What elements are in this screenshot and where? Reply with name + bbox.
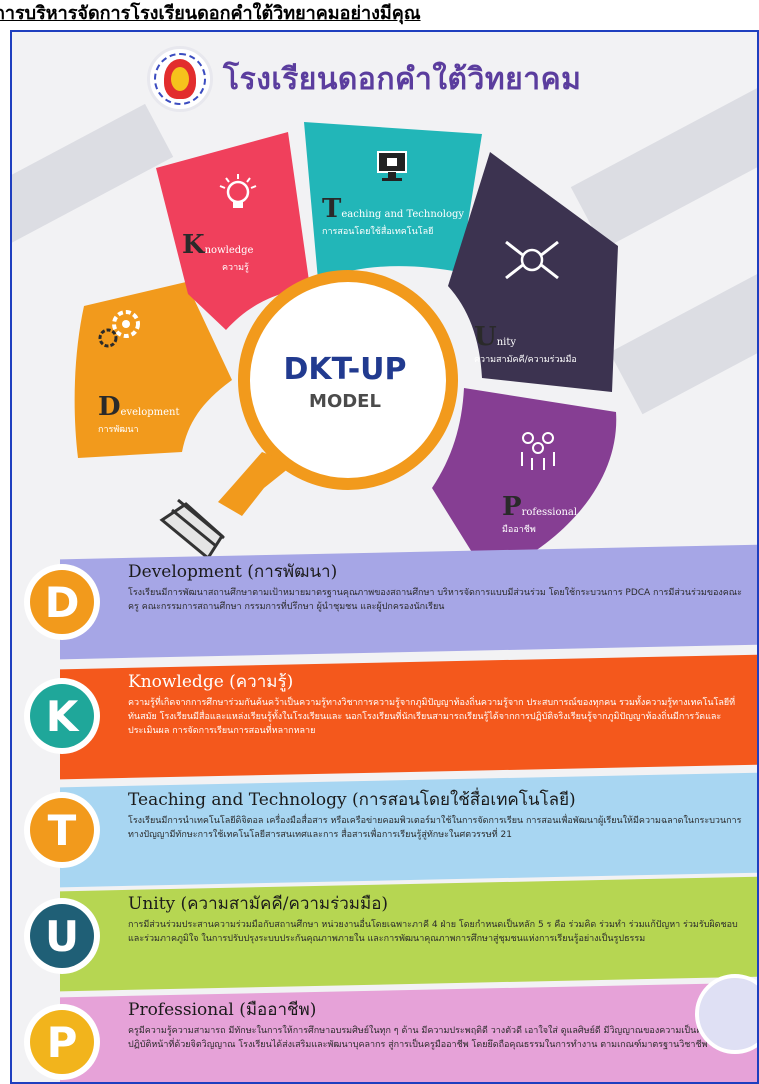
gear-people-icon [98, 310, 140, 348]
section-development: Development (การพัฒนา) โรงเรียนมีการพัฒน… [60, 544, 757, 660]
petal-label-unity: Unity ความสามัคคี/ความร่วมมือ [474, 322, 577, 365]
joined-hands-icon [505, 240, 559, 280]
computer-icon [377, 151, 407, 181]
letter-badge-t: T [24, 792, 100, 868]
letter-badge-p: P [24, 1004, 100, 1080]
school-name: โรงเรียนดอกคำใต้วิทยาคม [223, 61, 582, 97]
bulb-base-lines [171, 498, 225, 548]
petal-label-professional: Professional มืออาชีพ [502, 492, 578, 535]
section-title: Unity (ความสามัคคี/ความร่วมมือ) [128, 894, 389, 914]
section-text: ความรู้ที่เกิดจากการศึกษาร่วมกันค้นคว้าเ… [128, 698, 736, 736]
petal-knowledge [156, 132, 310, 330]
section-teaching: Teaching and Technology (การสอนโดยใช้สื่… [60, 772, 757, 888]
dkt-up-model-diagram: Development การพัฒนา Knowledge ความรู้ T… [12, 112, 757, 582]
bulb-neck [218, 452, 294, 516]
bulb-glass [238, 270, 458, 490]
section-unity: Unity (ความสามัคคี/ความร่วมมือ) การมีส่ว… [60, 876, 757, 992]
model-subtitle: MODEL [309, 391, 381, 412]
school-logo [147, 46, 213, 112]
petal-label-development: Development การพัฒนา [98, 392, 180, 435]
section-text: โรงเรียนมีการนำเทคโนโลยีดิจิตอล เครื่องม… [128, 816, 742, 840]
lightbulb-icon [219, 174, 257, 208]
letter-badge-u: U [24, 898, 100, 974]
model-title: DKT-UP [283, 352, 407, 387]
section-title: Knowledge (ความรู้) [128, 672, 294, 692]
petal-label-knowledge: Knowledge ความรู้ [182, 230, 254, 273]
section-title: Teaching and Technology (การสอนโดยใช้สื่… [128, 790, 576, 810]
letter-badge-d: D [24, 564, 100, 640]
letter-badge-k: K [24, 678, 100, 754]
section-text: ครูมีความรู้ความสามารถ มีทักษะในการให้กา… [128, 1026, 727, 1050]
model-petals [74, 122, 618, 578]
section-knowledge: Knowledge (ความรู้) ความรู้ที่เกิดจากการ… [60, 654, 757, 780]
infographic-poster: โรงเรียนดอกคำใต้วิทยาคม [10, 30, 759, 1084]
section-professional: Professional (มืออาชีพ) ครูมีความรู้ความ… [60, 982, 757, 1082]
section-title: Development (การพัฒนา) [128, 562, 338, 582]
page-title: การบริหารจัดการโรงเรียนดอกคำใต้วิทยาคมอย… [0, 3, 421, 24]
petal-teaching [304, 122, 482, 280]
model-label: DKT-UP MODEL [280, 352, 410, 412]
section-text: โรงเรียนมีการพัฒนาสถานศึกษาตามเป้าหมายมา… [128, 588, 742, 612]
section-text: การมีส่วนร่วมประสานความร่วมมือกับสถานศึก… [128, 920, 738, 944]
petal-professional [432, 388, 617, 578]
section-title: Professional (มืออาชีพ) [128, 1000, 317, 1020]
petal-unity [448, 152, 618, 392]
school-header: โรงเรียนดอกคำใต้วิทยาคม [147, 40, 581, 118]
teamwork-icon [521, 432, 555, 470]
decorative-circle [695, 974, 757, 1054]
petal-label-teaching: Teaching and Technology การสอนโดยใช้สื่อ… [322, 194, 465, 237]
